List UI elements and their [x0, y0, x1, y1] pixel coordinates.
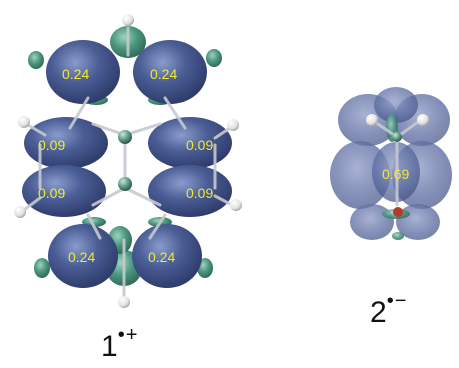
- spin-value-1-bottom-right: 0.24: [148, 249, 175, 265]
- molecule-1-spin-values: 0.24 0.24 0.09 0.09 0.09 0.09 0.24 0.24: [38, 66, 213, 265]
- spin-value-1-mid-upper-left: 0.09: [38, 137, 65, 153]
- molecule-2-atoms: [366, 114, 429, 217]
- molecule-2-label: 2•−: [370, 290, 407, 330]
- spin-value-1-mid-upper-right: 0.09: [186, 137, 213, 153]
- spin-value-1-top-right: 0.24: [150, 66, 177, 82]
- spin-value-1-mid-lower-right: 0.09: [186, 185, 213, 201]
- molecule-1-label: 1•+: [101, 324, 138, 364]
- molecule-2-charge: •−: [386, 290, 408, 312]
- spin-value-1-top-left: 0.24: [62, 66, 89, 82]
- molecule-2-spin-density: 0.69: [330, 87, 452, 240]
- spin-value-1-mid-lower-left: 0.09: [38, 185, 65, 201]
- spin-value-2-center: 0.69: [382, 166, 409, 182]
- molecule-2-bonds: [373, 120, 420, 207]
- molecule-1-number: 1: [101, 330, 118, 363]
- molecule-1-spin-density: 0.24 0.24 0.09 0.09 0.09 0.09 0.24 0.24: [14, 14, 242, 308]
- molecule-1-atoms: [14, 14, 242, 308]
- molecule-1-blue-lobes: [22, 40, 232, 288]
- molecule-2-number: 2: [370, 296, 387, 329]
- spin-value-1-bottom-left: 0.24: [68, 249, 95, 265]
- molecule-1-charge: •+: [117, 324, 139, 346]
